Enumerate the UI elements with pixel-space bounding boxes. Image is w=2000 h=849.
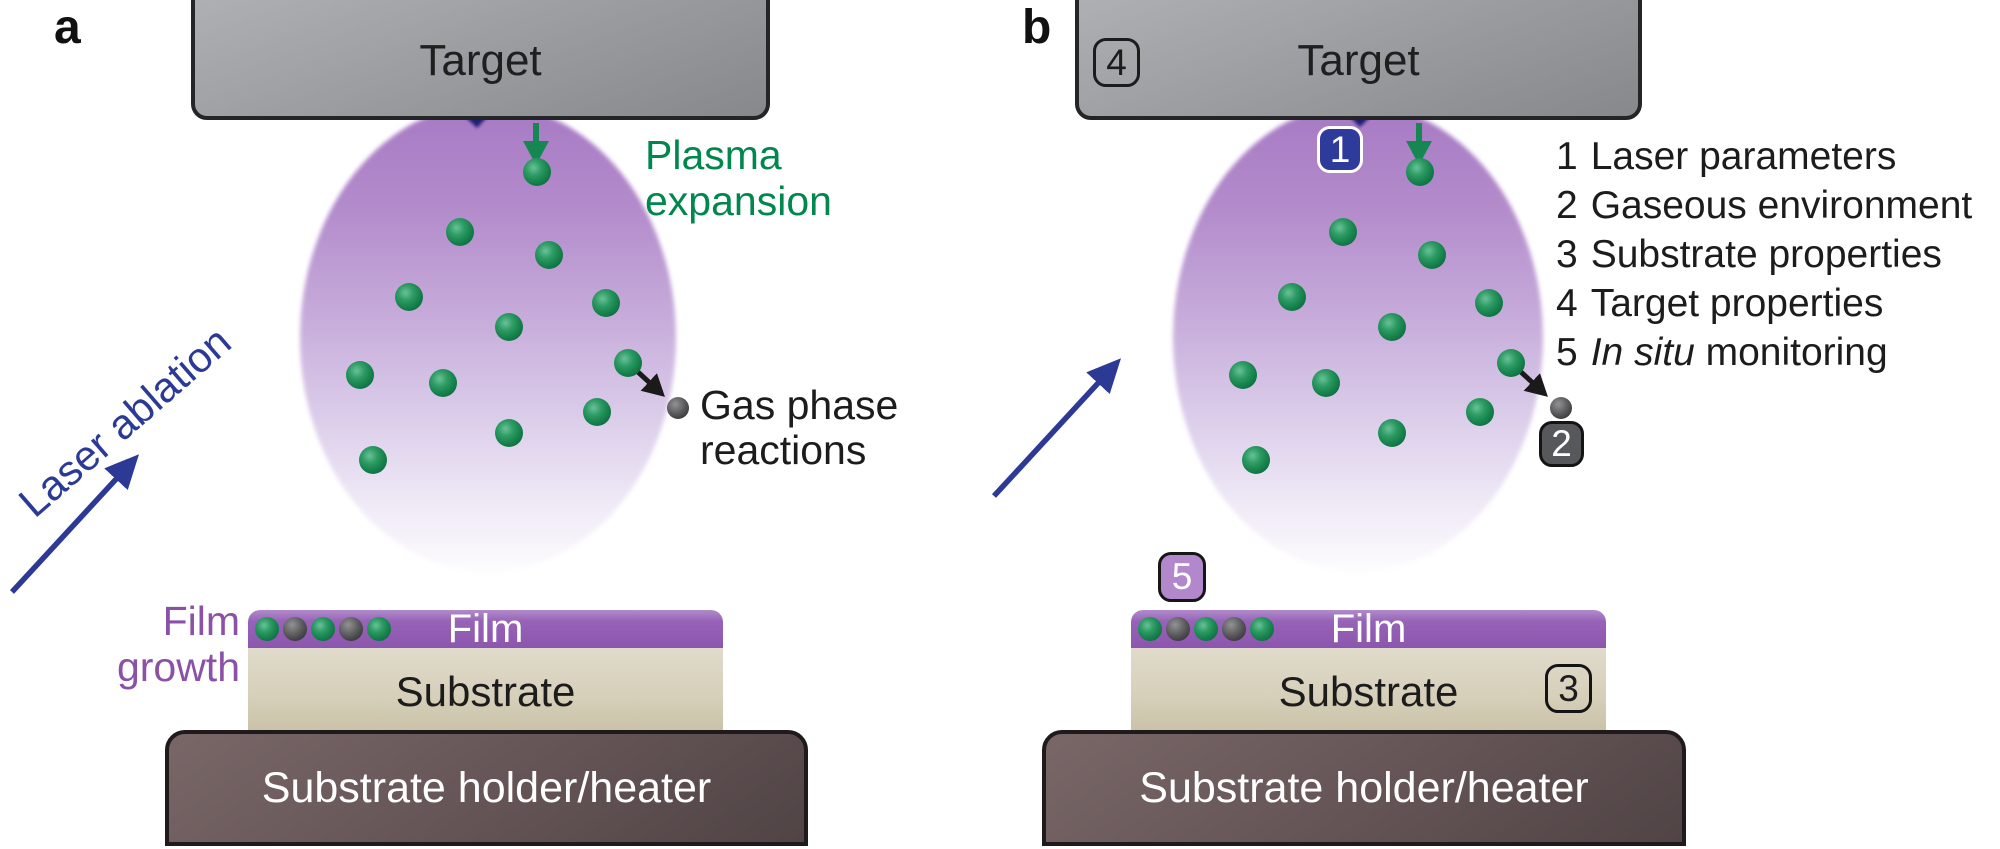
plasma-particle [592,289,620,317]
badge-insitu-monitoring: 5 [1158,552,1206,602]
plasma-plume-a [300,104,676,572]
substrate-holder-a: Substrate holder/heater [165,730,808,846]
plasma-particle [1242,446,1270,474]
badge-substrate-properties: 3 [1545,664,1592,713]
plasma-particle [523,158,551,186]
plasma-plume-b [1173,104,1543,572]
plasma-particle [1497,349,1525,377]
film-particle [1194,617,1218,641]
plasma-particle [359,446,387,474]
target-a: Target [191,0,770,120]
badge-laser-parameters: 1 [1317,126,1363,173]
laser-direction-arrow-b [991,358,1122,498]
holder-a-label: Substrate holder/heater [261,763,712,812]
gas-particle [1550,397,1572,419]
plasma-particle [395,283,423,311]
film-a-label: Film [447,606,524,651]
plasma-particle [495,313,523,341]
plasma-particle [1406,158,1434,186]
plasma-particle [1329,218,1357,246]
target-b: Target [1075,0,1642,120]
substrate-a: Substrate [248,648,723,736]
plasma-particle [1475,289,1503,317]
panel-a-letter: a [54,1,81,54]
gas-phase-reactions-label: Gas phase reactions [700,382,899,473]
film-particle [1222,617,1246,641]
plasma-particle [614,349,642,377]
plasma-particle [1312,369,1340,397]
plasma-particle [495,419,523,447]
substrate-holder-b: Substrate holder/heater [1042,730,1686,846]
film-particle [1250,617,1274,641]
plasma-particle [1278,283,1306,311]
film-b-label: Film [1330,606,1407,651]
plasma-particle [1378,313,1406,341]
plasma-particle [1378,419,1406,447]
plasma-particle [346,361,374,389]
plasma-expansion-label: Plasma expansion [645,132,832,224]
laser-ablation-label: Laser ablation [9,317,240,526]
target-a-label: Target [419,36,542,85]
plasma-particle [583,398,611,426]
gas-particle [667,397,689,419]
target-b-label: Target [1297,36,1420,85]
plasma-particle [535,241,563,269]
plasma-particle [1418,241,1446,269]
film-particle [283,617,307,641]
film-particle [367,617,391,641]
substrate-b-label: Substrate [1278,668,1459,715]
film-particle [1138,617,1162,641]
film-particle [339,617,363,641]
film-growth-label: Film growth [116,598,240,690]
plasma-particle [1229,361,1257,389]
holder-b-label: Substrate holder/heater [1139,763,1589,812]
badge-gaseous-environment: 2 [1539,421,1584,467]
film-particle [255,617,279,641]
panel-b-letter: b [1022,1,1052,54]
substrate-b: Substrate [1131,648,1606,736]
plasma-particle [1466,398,1494,426]
film-particle [311,617,335,641]
plasma-particle [429,369,457,397]
substrate-a-label: Substrate [395,668,576,715]
film-particle [1166,617,1190,641]
badge-target-properties: 4 [1093,38,1140,87]
plasma-particle [446,218,474,246]
